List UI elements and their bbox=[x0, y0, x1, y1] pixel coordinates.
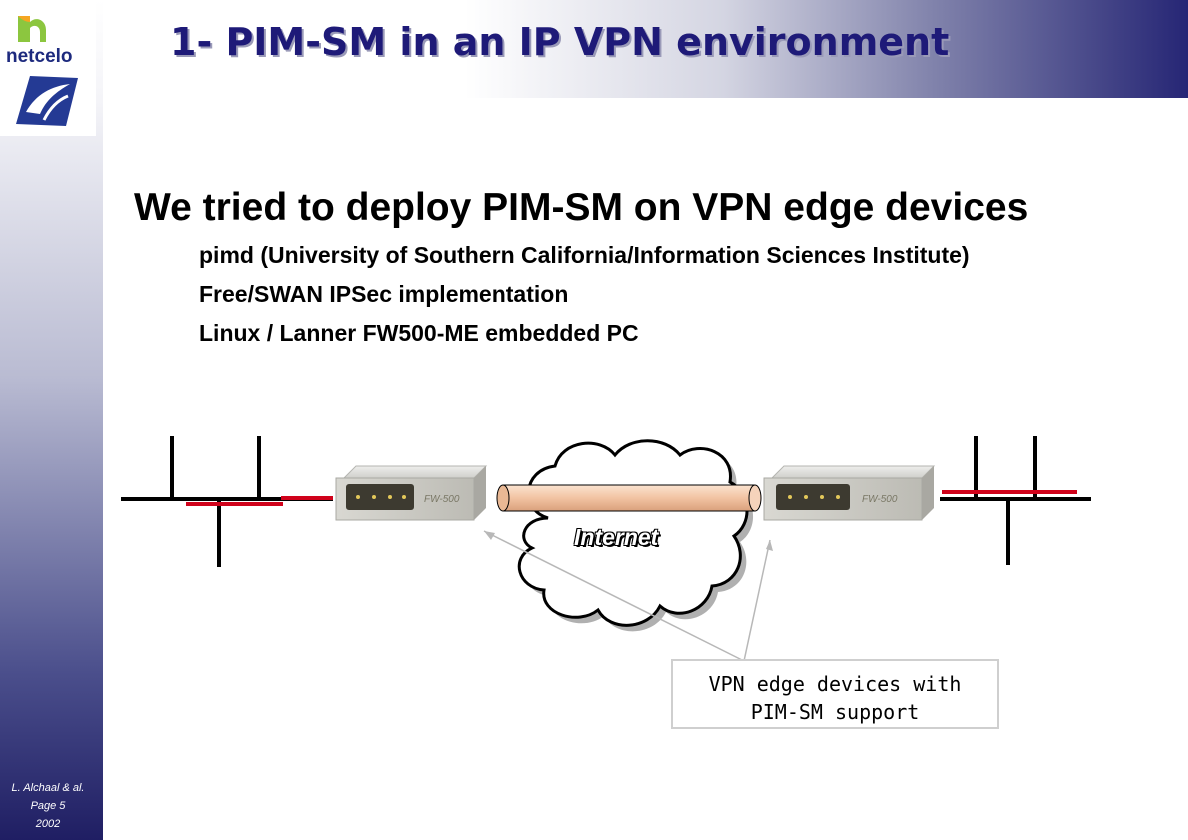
vpn-tunnel-icon bbox=[496, 484, 762, 512]
netcelo-logo-icon bbox=[14, 16, 80, 126]
internet-label: Internet bbox=[574, 524, 659, 550]
callout-pointers bbox=[483, 530, 773, 662]
title-banner bbox=[155, 0, 1188, 98]
left-vpn-device-icon: FW-500 bbox=[335, 465, 488, 521]
footer-page: Page 5 bbox=[30, 800, 66, 812]
bullet-item: Free/SWAN IPSec implementation bbox=[199, 281, 569, 307]
device-brand: FW-500 bbox=[862, 494, 898, 505]
left-lan bbox=[121, 436, 333, 567]
callout-line-1: VPN edge devices with bbox=[708, 672, 962, 696]
footer-author: L. Alchaal & al. bbox=[11, 782, 85, 794]
callout-line-2: PIM-SM support bbox=[750, 700, 920, 724]
bullet-item: pimd (University of Southern California/… bbox=[199, 242, 970, 268]
right-vpn-device-icon: FW-500 bbox=[763, 465, 936, 521]
logo: netcelo bbox=[0, 0, 96, 136]
footer-year: 2002 bbox=[35, 818, 61, 830]
main-headline: We tried to deploy PIM-SM on VPN edge de… bbox=[134, 186, 1029, 229]
sidebar bbox=[0, 0, 103, 840]
logo-wordmark: netcelo bbox=[6, 46, 73, 67]
callout-text: VPN edge devices with PIM-SM support bbox=[673, 670, 997, 726]
slide-title: 1- PIM-SM in an IP VPN environment bbox=[170, 20, 950, 64]
right-lan bbox=[940, 436, 1091, 565]
bullet-item: Linux / Lanner FW500-ME embedded PC bbox=[199, 320, 639, 346]
callout-box: VPN edge devices with PIM-SM support bbox=[671, 659, 999, 729]
device-brand: FW-500 bbox=[424, 494, 460, 505]
